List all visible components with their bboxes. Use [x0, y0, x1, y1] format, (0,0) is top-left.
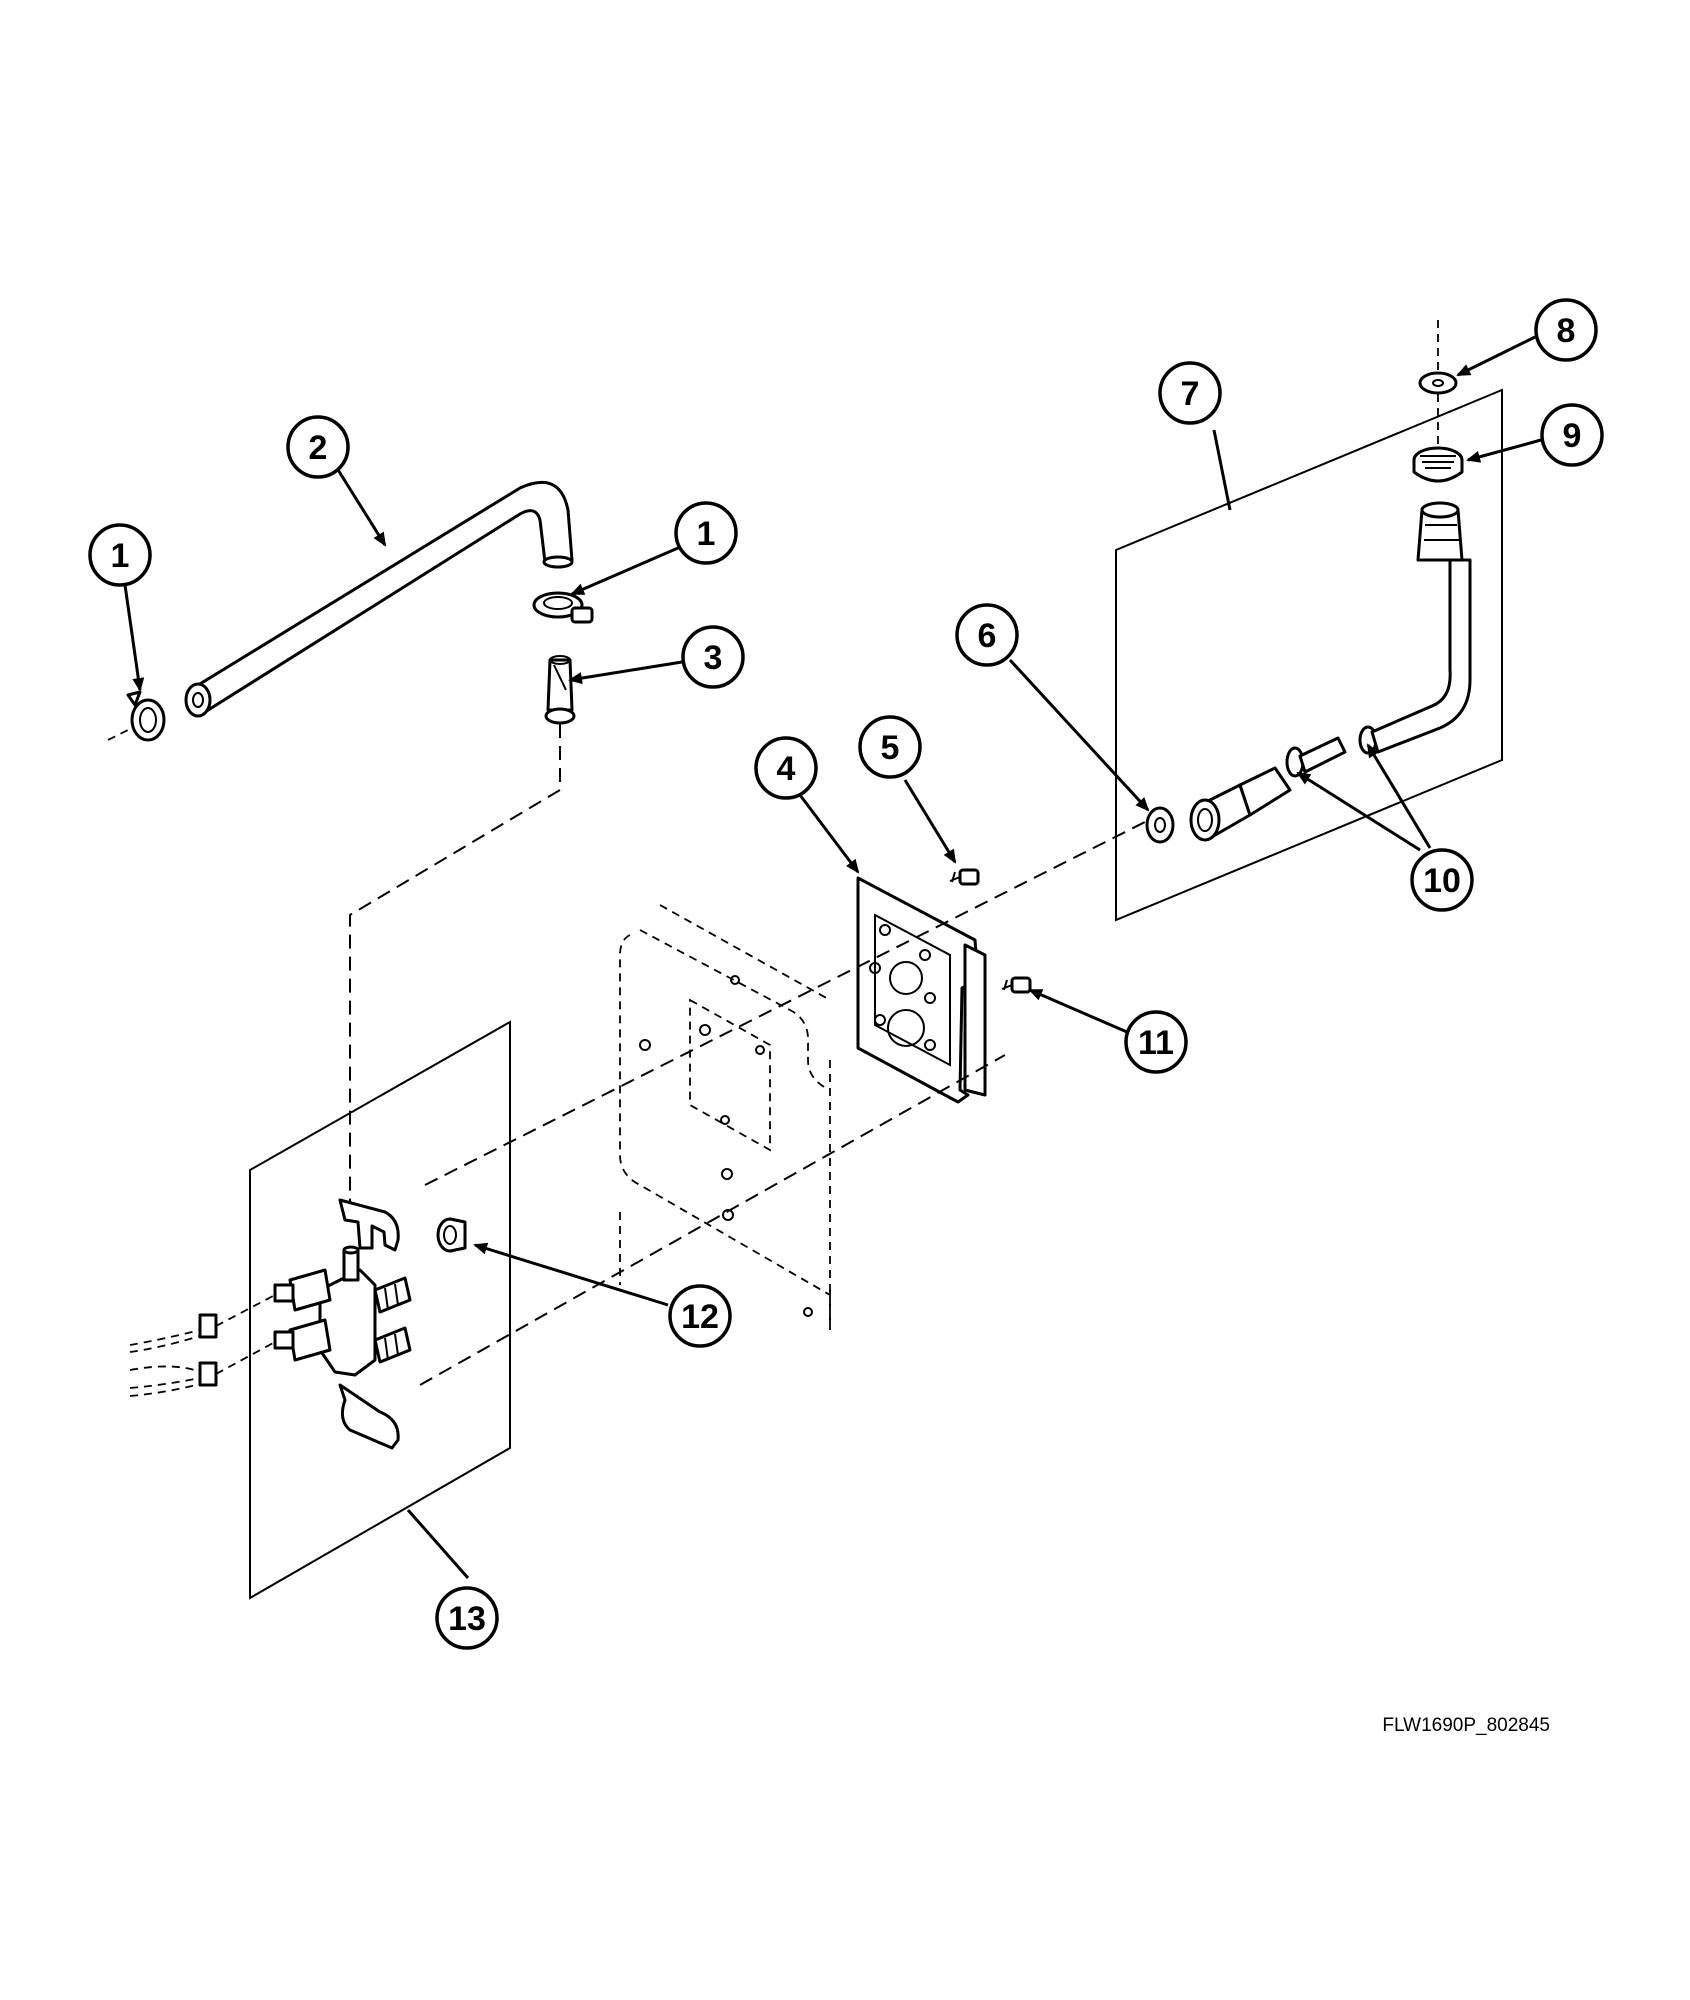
callout-1-left: 1	[88, 523, 152, 587]
fitting-part	[544, 655, 576, 725]
fill-hose-frame	[1115, 388, 1503, 922]
callout-5: 5	[858, 715, 922, 779]
svg-text:7: 7	[1181, 375, 1200, 413]
svg-text:13: 13	[448, 1600, 486, 1638]
washer-icon	[1145, 806, 1175, 844]
cabinet-panel-outline	[619, 904, 831, 1330]
callout-12: 12	[668, 1284, 732, 1348]
fill-hose-icon	[1189, 558, 1472, 842]
svg-text:1: 1	[697, 515, 716, 553]
callout-6: 6	[955, 603, 1019, 667]
svg-text:10: 10	[1423, 862, 1461, 900]
hose-clamp-icon	[126, 690, 166, 742]
screw-icon	[1001, 976, 1032, 994]
hose-clamp-icon	[532, 591, 594, 624]
screw-icon	[949, 868, 980, 886]
strainer-icon	[436, 1217, 467, 1253]
svg-text:3: 3	[704, 639, 723, 677]
callout-7: 7	[1158, 361, 1222, 425]
svg-text:2: 2	[309, 429, 328, 467]
filter-screen-icon	[1412, 446, 1464, 483]
callout-4: 4	[754, 736, 818, 800]
callout-13: 13	[435, 1586, 499, 1650]
svg-text:12: 12	[681, 1298, 719, 1336]
svg-text:5: 5	[881, 729, 900, 767]
callout-3: 3	[681, 625, 745, 689]
svg-text:9: 9	[1563, 417, 1582, 455]
callout-1-right: 1	[674, 501, 738, 565]
fill-hose-part	[184, 480, 574, 718]
svg-text:6: 6	[978, 617, 997, 655]
callout-9: 9	[1540, 403, 1604, 467]
callout-2: 2	[286, 415, 350, 479]
water-valve-icon	[273, 1198, 412, 1450]
svg-text:1: 1	[111, 537, 130, 575]
drawing-id-label: FLW1690P_802845	[1382, 1715, 1550, 1736]
hose-nut-icon	[1416, 501, 1464, 562]
wire-harness	[129, 1294, 276, 1397]
screen-washer-icon	[1418, 371, 1458, 395]
mounting-bracket-icon	[856, 876, 987, 1104]
callout-10: 10	[1410, 848, 1474, 912]
callout-11: 11	[1124, 1010, 1188, 1074]
callout-8: 8	[1534, 298, 1598, 362]
water-valve-frame	[249, 1020, 511, 1600]
svg-text:8: 8	[1557, 312, 1576, 350]
svg-text:11: 11	[1138, 1024, 1174, 1062]
svg-text:4: 4	[777, 750, 796, 788]
